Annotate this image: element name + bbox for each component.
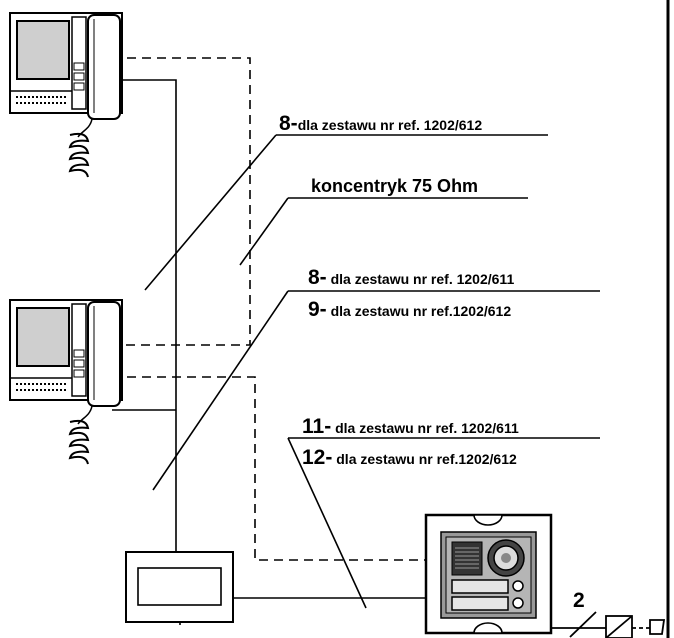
- video-monitor-top: [9, 12, 123, 178]
- label-wires-611: 8- dla zestawu nr ref. 1202/611: [308, 266, 514, 289]
- label-wires-612: 9- dla zestawu nr ref.1202/612: [308, 298, 511, 321]
- door-entry-panel: [424, 513, 553, 635]
- leader-lines: [144, 134, 600, 609]
- coax-dashed-wires: [112, 57, 426, 561]
- label-coax-75-ohm: koncentryk 75 Ohm: [311, 176, 478, 196]
- label-panel-wires-612: 12- dla zestawu nr ref.1202/612: [302, 446, 517, 469]
- label-panel-wires-611: 11- dla zestawu nr ref. 1202/611: [302, 415, 519, 438]
- solid-wires: [112, 79, 426, 625]
- power-supply-box: [125, 551, 234, 623]
- video-monitor-bottom: [9, 299, 123, 465]
- label-coax-612: 8-dla zestawu nr ref. 1202/612: [279, 112, 482, 135]
- label-lock-wires-2: 2: [573, 589, 585, 612]
- door-lock-symbol: [551, 611, 666, 638]
